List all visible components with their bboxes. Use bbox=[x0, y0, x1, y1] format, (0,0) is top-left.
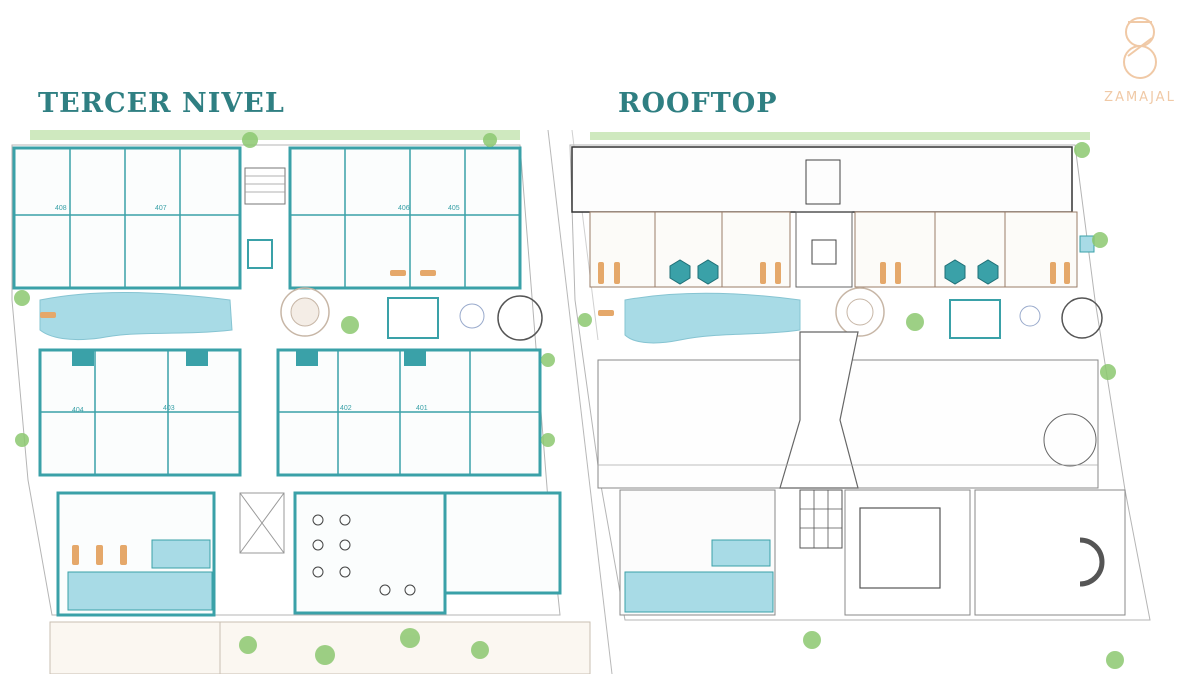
round-roof bbox=[1043, 413, 1097, 467]
palm-tree bbox=[483, 133, 497, 147]
lounger bbox=[1050, 262, 1056, 284]
vegetation-strip bbox=[590, 132, 1090, 140]
rooftop-lower-pool bbox=[624, 571, 774, 613]
unit-label: 407 bbox=[155, 205, 167, 212]
block-top-left bbox=[12, 146, 242, 290]
lounger bbox=[598, 262, 604, 284]
lounger bbox=[390, 270, 406, 276]
hot-tub bbox=[697, 259, 719, 285]
lower-pool bbox=[67, 571, 213, 611]
brand-logo: ZAMAJAL bbox=[1090, 8, 1190, 108]
unit-label: 406 bbox=[398, 205, 410, 212]
lounger bbox=[420, 270, 436, 276]
palm-tree bbox=[541, 353, 555, 367]
shrub bbox=[1106, 651, 1124, 669]
lower-jacuzzi bbox=[151, 539, 211, 569]
unit-label: 404 bbox=[72, 407, 84, 414]
unit-label: 401 bbox=[416, 405, 428, 412]
grid-skylight bbox=[799, 489, 843, 549]
roof-east bbox=[974, 489, 1126, 616]
shrub bbox=[471, 641, 489, 659]
lounger bbox=[598, 310, 614, 316]
palm-tree bbox=[578, 313, 592, 327]
shrub bbox=[315, 645, 335, 665]
lounger bbox=[1064, 262, 1070, 284]
hot-tub bbox=[944, 259, 966, 285]
site-outline bbox=[569, 144, 1151, 621]
small-pool bbox=[1079, 235, 1095, 253]
lounger bbox=[72, 545, 79, 565]
brand-wordmark: ZAMAJAL bbox=[1104, 90, 1176, 105]
roof-square bbox=[844, 489, 971, 616]
unit-label: 405 bbox=[448, 205, 460, 212]
heading-rooftop: ROOFTOP bbox=[618, 88, 778, 119]
palm-tree bbox=[15, 433, 29, 447]
elevator-void bbox=[239, 492, 285, 554]
balcony-jacuzzi bbox=[296, 350, 318, 366]
kiosk bbox=[387, 297, 439, 339]
unit-label: 408 bbox=[55, 205, 67, 212]
balcony-jacuzzi bbox=[404, 350, 426, 366]
palm-tree bbox=[541, 433, 555, 447]
round-terrace bbox=[1061, 297, 1103, 339]
balcony-jacuzzi bbox=[72, 350, 94, 366]
palm-tree bbox=[242, 132, 258, 148]
stair-core bbox=[805, 159, 841, 205]
tercer-nivel-plan: 408 407 406 405 404 403 402 401 bbox=[11, 130, 591, 674]
terrace-row-right bbox=[854, 211, 1078, 288]
hot-tub bbox=[977, 259, 999, 285]
lounger bbox=[614, 262, 620, 284]
spiral-stair bbox=[1079, 537, 1105, 587]
block-top-right bbox=[288, 146, 522, 290]
lounger bbox=[775, 262, 781, 284]
plaza-circle bbox=[280, 287, 330, 337]
rooftop-plan bbox=[569, 132, 1151, 669]
rooftop-core bbox=[795, 211, 853, 288]
elevator-core bbox=[247, 239, 273, 269]
palm-tree bbox=[1074, 142, 1090, 158]
lounger bbox=[895, 262, 901, 284]
street-line bbox=[547, 129, 613, 674]
shrub bbox=[906, 313, 924, 331]
round-terrace bbox=[497, 295, 543, 341]
restaurant-area bbox=[293, 491, 447, 615]
rooftop-jacuzzi bbox=[711, 539, 771, 567]
unit-label: 402 bbox=[340, 405, 352, 412]
shrub bbox=[239, 636, 257, 654]
site-outline bbox=[11, 144, 561, 616]
palm-tree bbox=[1092, 232, 1108, 248]
unit-label: 403 bbox=[163, 405, 175, 412]
pool-left bbox=[39, 292, 233, 341]
lounger bbox=[96, 545, 103, 565]
lounger bbox=[40, 312, 56, 318]
palm-tree bbox=[14, 290, 30, 306]
vegetation-strip bbox=[30, 130, 520, 140]
stair-core bbox=[244, 167, 286, 205]
hourglass-roof bbox=[779, 331, 859, 489]
hot-tub bbox=[669, 259, 691, 285]
parking-left bbox=[49, 621, 221, 674]
shrub bbox=[341, 316, 359, 334]
roof-slab bbox=[571, 146, 1073, 213]
palm-tree bbox=[1100, 364, 1116, 380]
kiosk bbox=[949, 299, 1001, 339]
shrub bbox=[803, 631, 821, 649]
balcony-jacuzzi bbox=[186, 350, 208, 366]
shrub bbox=[400, 628, 420, 648]
pool-rooftop bbox=[624, 292, 801, 344]
lounger bbox=[760, 262, 766, 284]
gym-area bbox=[443, 491, 562, 595]
lounger bbox=[880, 262, 886, 284]
brand-monogram-icon bbox=[1123, 17, 1157, 79]
plaza-circle bbox=[835, 287, 885, 337]
lounger bbox=[120, 545, 127, 565]
heading-tercer-nivel: TERCER NIVEL bbox=[38, 88, 285, 119]
